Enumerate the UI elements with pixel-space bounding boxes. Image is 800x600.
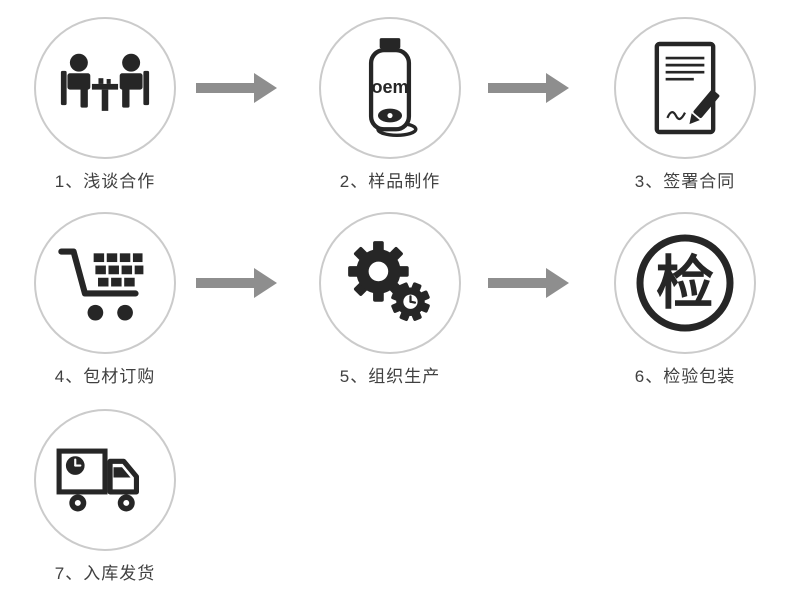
step-circle: 检 — [614, 212, 756, 354]
arrow-head — [254, 268, 277, 298]
step-circle — [34, 409, 176, 551]
flow-arrow — [196, 268, 277, 298]
clock-icon — [65, 456, 85, 475]
step-3: 3、签署合同 — [614, 17, 756, 191]
step-1: 1、浅谈合作 — [34, 17, 176, 191]
oem-text: oem — [371, 77, 408, 97]
flow-arrow — [196, 73, 277, 103]
cart-goods — [93, 253, 144, 287]
arrow-head — [546, 73, 569, 103]
step-circle — [34, 17, 176, 159]
flow-arrow — [488, 268, 569, 298]
large-gear — [348, 241, 409, 302]
oem-bottle-icon: oem — [368, 38, 418, 138]
step-label: 6、检验包装 — [634, 367, 736, 386]
step-circle — [614, 17, 756, 159]
small-gear — [391, 282, 430, 322]
arrow-bar — [196, 278, 254, 288]
truck-icon — [56, 448, 139, 512]
step-circle — [319, 212, 461, 354]
contract-icon — [654, 41, 720, 135]
step-7: 7、入库发货 — [34, 409, 176, 583]
step-6: 检 6、检验包装 — [614, 212, 756, 386]
pencil-icon — [689, 89, 720, 125]
step-5: 5、组织生产 — [319, 212, 461, 386]
step-4: 4、包材订购 — [34, 212, 176, 386]
gears-icon — [348, 241, 430, 322]
flow-arrow — [488, 73, 569, 103]
step-label: 4、包材订购 — [54, 367, 156, 386]
step-label: 3、签署合同 — [634, 172, 736, 191]
step-label: 2、样品制作 — [339, 172, 441, 191]
shopping-cart-icon — [58, 248, 144, 321]
step-2: oem 2、样品制作 — [319, 17, 461, 191]
arrow-head — [254, 73, 277, 103]
meeting-icon — [60, 53, 150, 111]
step-circle: oem — [319, 17, 461, 159]
arrow-bar — [196, 83, 254, 93]
inspection-character: 检 — [656, 251, 714, 316]
inspection-icon: 检 — [636, 234, 734, 332]
step-label: 1、浅谈合作 — [54, 172, 156, 191]
step-circle — [34, 212, 176, 354]
arrow-bar — [488, 83, 546, 93]
step-label: 5、组织生产 — [339, 367, 441, 386]
step-label: 7、入库发货 — [54, 564, 156, 583]
arrow-head — [546, 268, 569, 298]
arrow-bar — [488, 278, 546, 288]
